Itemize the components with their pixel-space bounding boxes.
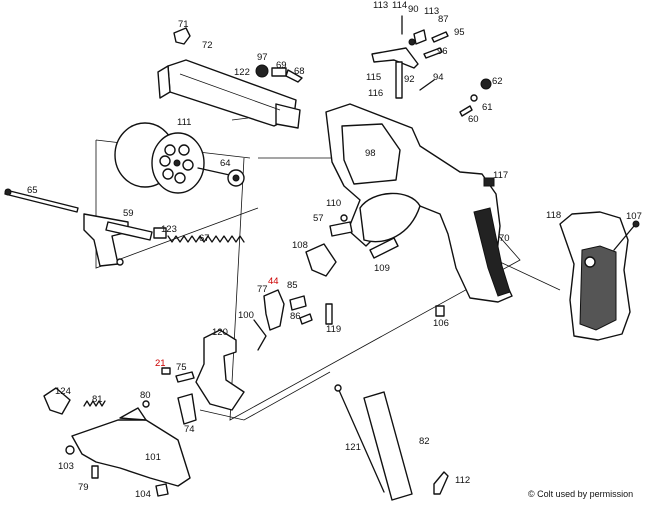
part-123-pin: [153, 227, 167, 239]
part-122-barrel: [157, 59, 301, 129]
part-label-115: 115: [366, 72, 381, 83]
part-107-screw: [613, 220, 640, 251]
part-label-70: 70: [499, 233, 510, 244]
part-94-pin: [419, 79, 435, 91]
parts-97-69-68: [255, 64, 303, 83]
part-label-114: 114: [392, 0, 407, 11]
part-label-94: 94: [433, 72, 444, 83]
part-label-62: 62: [492, 76, 503, 87]
part-label-85: 85: [287, 280, 298, 291]
part-label-21: 21: [155, 358, 166, 369]
part-label-81: 81: [92, 394, 103, 405]
part-label-97: 97: [257, 52, 268, 63]
part-label-80: 80: [140, 390, 151, 401]
part-21: [161, 367, 171, 375]
part-label-120: 120: [212, 327, 228, 338]
part-75: [175, 371, 195, 383]
part-111-cylinder: [114, 122, 205, 194]
part-label-75: 75: [176, 362, 187, 373]
part-label-116: 116: [368, 88, 383, 99]
part-117-screw: [483, 177, 495, 187]
part-100: [253, 319, 267, 351]
part-120-hammer: [195, 329, 245, 411]
parts-95-96-pins: [423, 31, 449, 59]
part-label-100: 100: [238, 310, 254, 321]
part-label-82: 82: [419, 436, 430, 447]
part-124: [43, 387, 71, 415]
part-label-124: 124: [55, 386, 71, 397]
part-67-spring: [167, 235, 245, 243]
part-80: [142, 400, 150, 408]
part-label-101: 101: [145, 452, 161, 463]
part-label-92: 92: [404, 74, 415, 85]
part-label-108: 108: [292, 240, 308, 251]
part-label-71: 71: [178, 19, 189, 30]
part-label-122: 122: [234, 67, 250, 78]
part-label-110: 110: [326, 198, 341, 209]
part-label-90: 90: [408, 4, 419, 15]
part-98-frame: [325, 103, 513, 303]
part-label-67: 67: [199, 233, 210, 244]
parts-77-44-85: [263, 289, 307, 331]
part-label-77: 77: [257, 284, 268, 295]
part-label-98: 98: [365, 148, 376, 159]
part-label-79: 79: [78, 482, 89, 493]
part-74: [177, 393, 197, 425]
part-110-57-108: [305, 214, 353, 277]
part-label-109: 109: [374, 263, 390, 274]
part-121-strut: [334, 384, 385, 493]
part-label-106: 106: [433, 318, 449, 329]
part-label-119: 119: [326, 324, 341, 335]
part-label-86: 86: [290, 311, 301, 322]
part-115-rear-sight: [371, 47, 419, 99]
part-label-104: 104: [135, 489, 151, 500]
part-label-44: 44: [268, 276, 279, 287]
part-86: [299, 313, 313, 325]
part-label-103: 103: [58, 461, 74, 472]
part-101-sideplate: [71, 407, 191, 487]
part-label-118: 118: [546, 210, 561, 221]
part-103: [65, 445, 75, 455]
part-label-96: 96: [437, 46, 448, 57]
part-79: [91, 465, 99, 479]
part-71-latch: [173, 27, 191, 45]
part-label-65: 65: [27, 185, 38, 196]
part-118-grip: [559, 211, 631, 341]
part-119: [325, 303, 333, 325]
part-82-mainspring: [363, 391, 413, 501]
part-label-69: 69: [276, 60, 287, 71]
part-109: [369, 237, 399, 259]
part-label-64: 64: [220, 158, 231, 169]
part-label-60: 60: [468, 114, 479, 125]
part-label-68: 68: [294, 66, 305, 77]
part-label-112: 112: [455, 475, 470, 486]
parts-62-61-60: [459, 78, 492, 117]
part-106-screw: [435, 305, 445, 317]
part-label-61: 61: [482, 102, 493, 113]
part-label-74: 74: [184, 424, 195, 435]
part-label-57: 57: [313, 213, 324, 224]
part-label-72: 72: [202, 40, 213, 51]
part-112-plunger: [433, 471, 449, 495]
part-81-spring: [83, 400, 106, 407]
part-label-95: 95: [454, 27, 465, 38]
part-label-123: 123: [161, 224, 177, 235]
part-label-87: 87: [438, 14, 449, 25]
part-label-59: 59: [123, 208, 134, 219]
part-label-113: 113: [373, 0, 388, 11]
part-label-117: 117: [493, 170, 508, 181]
part-65-rod: [4, 188, 79, 213]
part-label-107: 107: [626, 211, 642, 222]
part-59-crane: [83, 213, 153, 267]
part-label-111: 111: [177, 117, 191, 128]
parts-113-114-90-87: [401, 15, 427, 46]
copyright-notice: © Colt used by permission: [528, 489, 633, 499]
part-label-113: 113: [424, 6, 439, 17]
part-64-ejector: [197, 167, 245, 187]
part-label-121: 121: [345, 442, 361, 453]
part-104: [155, 483, 169, 497]
